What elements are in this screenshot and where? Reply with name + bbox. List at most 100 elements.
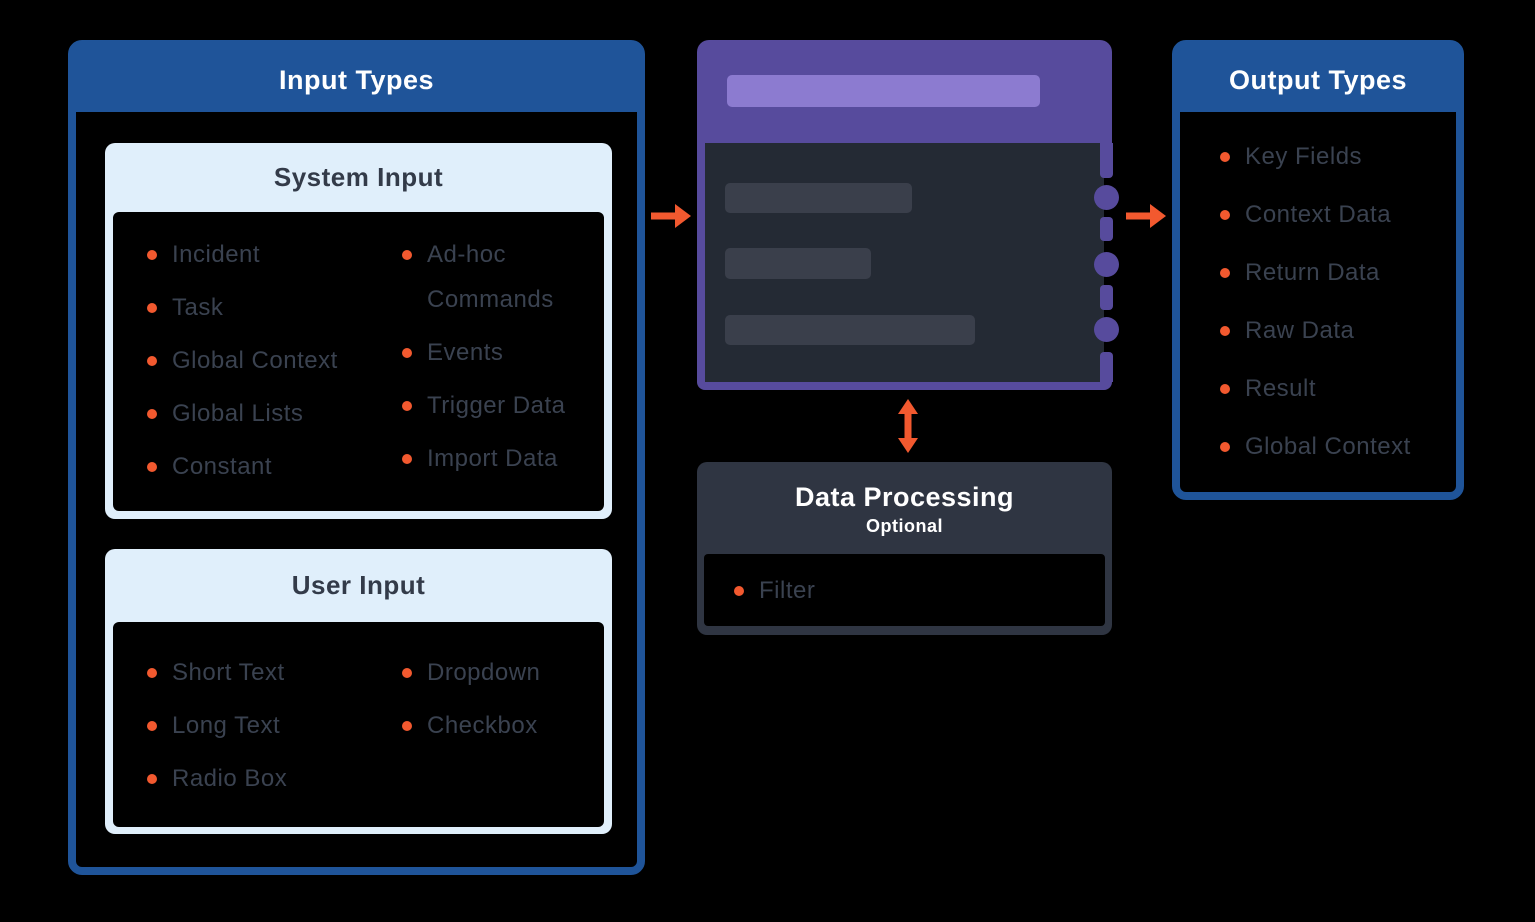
node-header [697, 40, 1112, 143]
list-item: Ad-hoc Commands [402, 232, 584, 322]
list-item: Context Data [1220, 192, 1456, 237]
user-input-title: User Input [291, 570, 426, 600]
connection-port-icon [1094, 252, 1119, 277]
list-item: Key Fields [1220, 134, 1456, 179]
list-item: Checkbox [402, 703, 584, 748]
bullet-icon [402, 721, 412, 731]
list-item-label: Filter [759, 576, 816, 604]
list-item-label: Short Text [172, 659, 285, 686]
node-title-placeholder-bar [727, 75, 1040, 107]
list-item: Incident [147, 232, 402, 277]
list-item-label: Key Fields [1245, 143, 1363, 170]
bullet-icon [402, 454, 412, 464]
list-item-label: Context Data [1245, 201, 1392, 228]
arrow-right-icon [1126, 202, 1166, 230]
list-item: Return Data [1220, 250, 1456, 295]
bullet-icon [402, 668, 412, 678]
list-item-label: Trigger Data [427, 392, 566, 419]
arrow-updown-icon [895, 399, 921, 453]
list-item-label: Return Data [1245, 259, 1380, 286]
list-item-label: Global Lists [172, 400, 304, 427]
list-item: Radio Box [147, 756, 402, 801]
bullet-icon [402, 250, 412, 260]
list-item-label: Radio Box [172, 765, 288, 792]
list-item: Global Context [1220, 424, 1456, 469]
list-item-label: Global Context [1245, 433, 1411, 460]
list-item: Long Text [147, 703, 402, 748]
playbook-block-node [697, 40, 1119, 390]
bullet-icon [147, 721, 157, 731]
port-rail-segment [1100, 285, 1113, 310]
list-item-label: Result [1245, 375, 1317, 402]
output-types-title: Output Types [1229, 64, 1407, 95]
node-left-border [697, 143, 705, 382]
list-item-label: Ad-hoc Commands [427, 241, 554, 313]
list-item-label: Import Data [427, 445, 558, 472]
bullet-icon [1220, 152, 1230, 162]
bullet-icon [147, 250, 157, 260]
user-input-header: User Input [105, 549, 612, 622]
list-item-label: Long Text [172, 712, 281, 739]
list-item: Raw Data [1220, 308, 1456, 353]
list-item-label: Incident [172, 241, 261, 268]
list-item: Global Context [147, 338, 402, 383]
bullet-icon [147, 303, 157, 313]
list-item-label: Global Context [172, 347, 338, 374]
output-types-header: Output Types [1180, 48, 1456, 112]
placeholder-bar [725, 248, 871, 279]
data-processing-list: Filter [704, 554, 1105, 626]
list-item: Constant [147, 444, 402, 489]
system-input-title: System Input [273, 162, 444, 192]
list-item: Import Data [402, 436, 584, 481]
input-types-header: Input Types [76, 48, 637, 112]
port-rail-segment [1100, 352, 1113, 382]
node-bottom-border [697, 382, 1112, 390]
bullet-icon [1220, 326, 1230, 336]
placeholder-bar [725, 183, 912, 213]
bullet-icon [1220, 268, 1230, 278]
list-item-label: Checkbox [427, 712, 538, 739]
connection-port-icon [1094, 185, 1119, 210]
data-processing-subtitle: Optional [866, 516, 943, 536]
bullet-icon [1220, 384, 1230, 394]
data-processing-body: Filter [704, 554, 1105, 626]
list-item: Result [1220, 366, 1456, 411]
bullet-icon [147, 409, 157, 419]
list-item: Short Text [147, 650, 402, 695]
bullet-icon [147, 774, 157, 784]
system-input-header: System Input [105, 143, 612, 212]
bullet-icon [147, 462, 157, 472]
bullet-icon [147, 356, 157, 366]
bullet-icon [147, 668, 157, 678]
bullet-icon [402, 348, 412, 358]
connection-port-icon [1094, 317, 1119, 342]
data-processing-box: Data Processing Optional Filter [697, 462, 1112, 635]
list-item-label: Raw Data [1245, 317, 1355, 344]
input-types-title: Input Types [278, 64, 434, 95]
list-item: Global Lists [147, 391, 402, 436]
list-item-label: Task [172, 294, 224, 321]
bullet-icon [734, 585, 744, 596]
arrow-right-icon [651, 202, 691, 230]
bullet-icon [1220, 210, 1230, 220]
data-processing-title: Data Processing [794, 482, 1015, 512]
list-item-label: Dropdown [427, 659, 541, 686]
list-item: Filter [734, 568, 815, 613]
list-item: Trigger Data [402, 383, 584, 428]
list-item: Dropdown [402, 650, 584, 695]
bullet-icon [1220, 442, 1230, 452]
list-item: Events [402, 330, 584, 375]
